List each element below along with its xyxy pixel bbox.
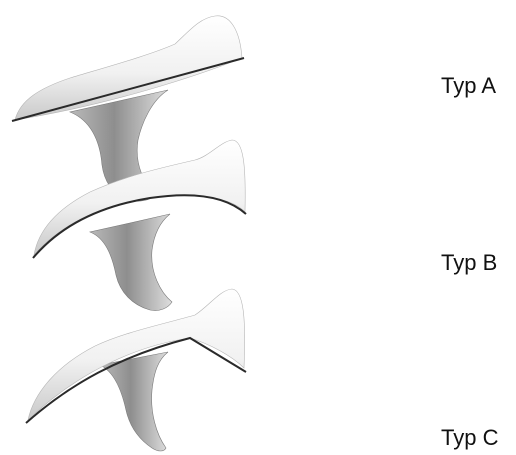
label-typ-a: Typ A [441,75,496,97]
acromion-b-stem [90,214,172,311]
acromion-type-b [33,140,246,311]
label-typ-b: Typ B [441,252,497,274]
label-typ-c: Typ C [441,427,498,449]
acromion-type-c [26,289,246,451]
